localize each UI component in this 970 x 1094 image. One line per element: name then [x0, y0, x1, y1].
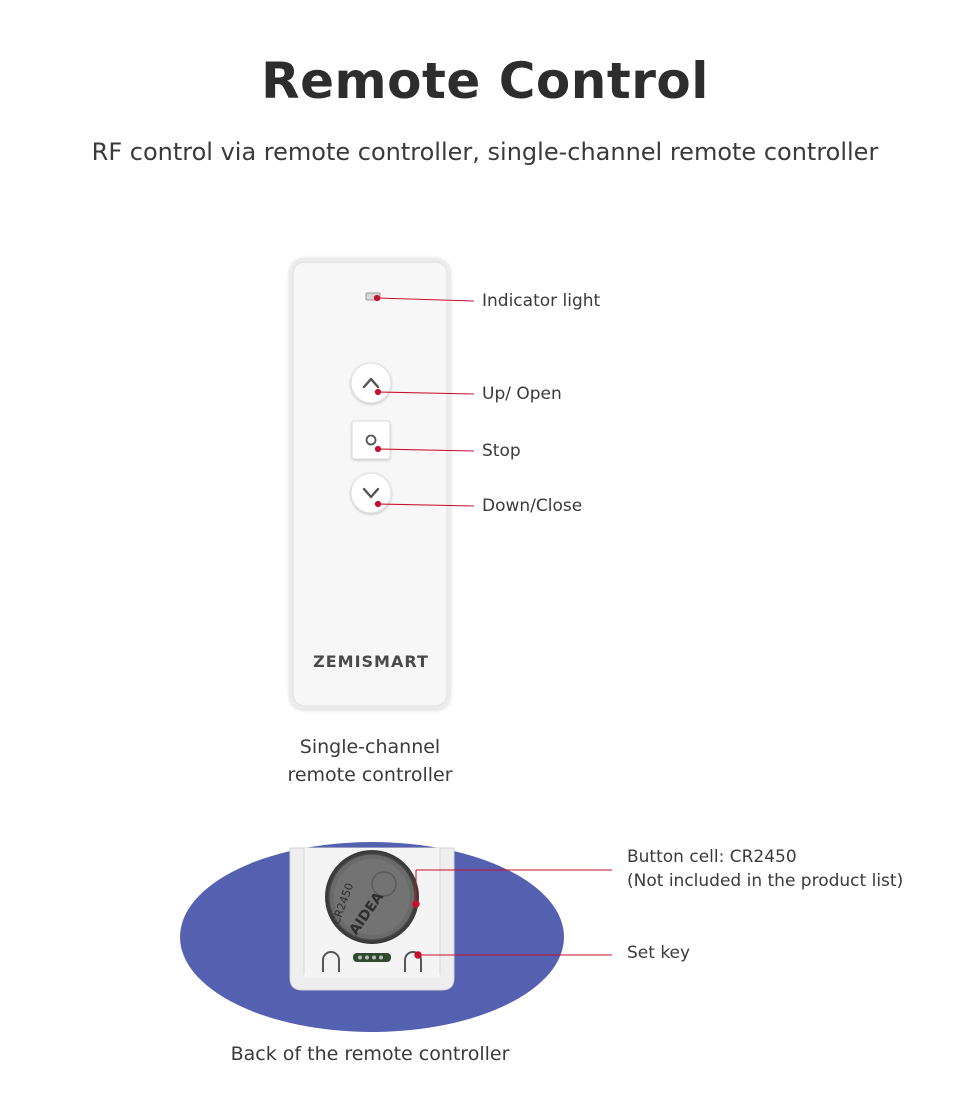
down-button[interactable]: [351, 473, 391, 513]
callout-down-close: Down/Close: [482, 494, 582, 518]
contact-pins: [353, 953, 391, 962]
callout-button-cell-line1: Button cell: CR2450: [627, 845, 903, 869]
up-button[interactable]: [351, 363, 391, 403]
front-caption: Single-channel remote controller: [250, 733, 490, 789]
callout-up-open: Up/ Open: [482, 382, 562, 406]
callout-button-cell: Button cell: CR2450 (Not included in the…: [627, 845, 903, 893]
front-caption-line1: Single-channel: [250, 733, 490, 761]
callout-set-key: Set key: [627, 941, 690, 965]
callout-indicator-light: Indicator light: [482, 289, 600, 313]
remote-front: ZEMISMART: [290, 258, 450, 709]
battery-holder: CR2450 AIDEA: [325, 850, 419, 944]
stop-button[interactable]: [352, 421, 390, 459]
back-caption: Back of the remote controller: [170, 1040, 570, 1068]
brand-logo: ZEMISMART: [313, 652, 429, 671]
front-caption-line2: remote controller: [250, 761, 490, 789]
callout-button-cell-line2: (Not included in the product list): [627, 869, 903, 893]
callout-stop: Stop: [482, 439, 521, 463]
